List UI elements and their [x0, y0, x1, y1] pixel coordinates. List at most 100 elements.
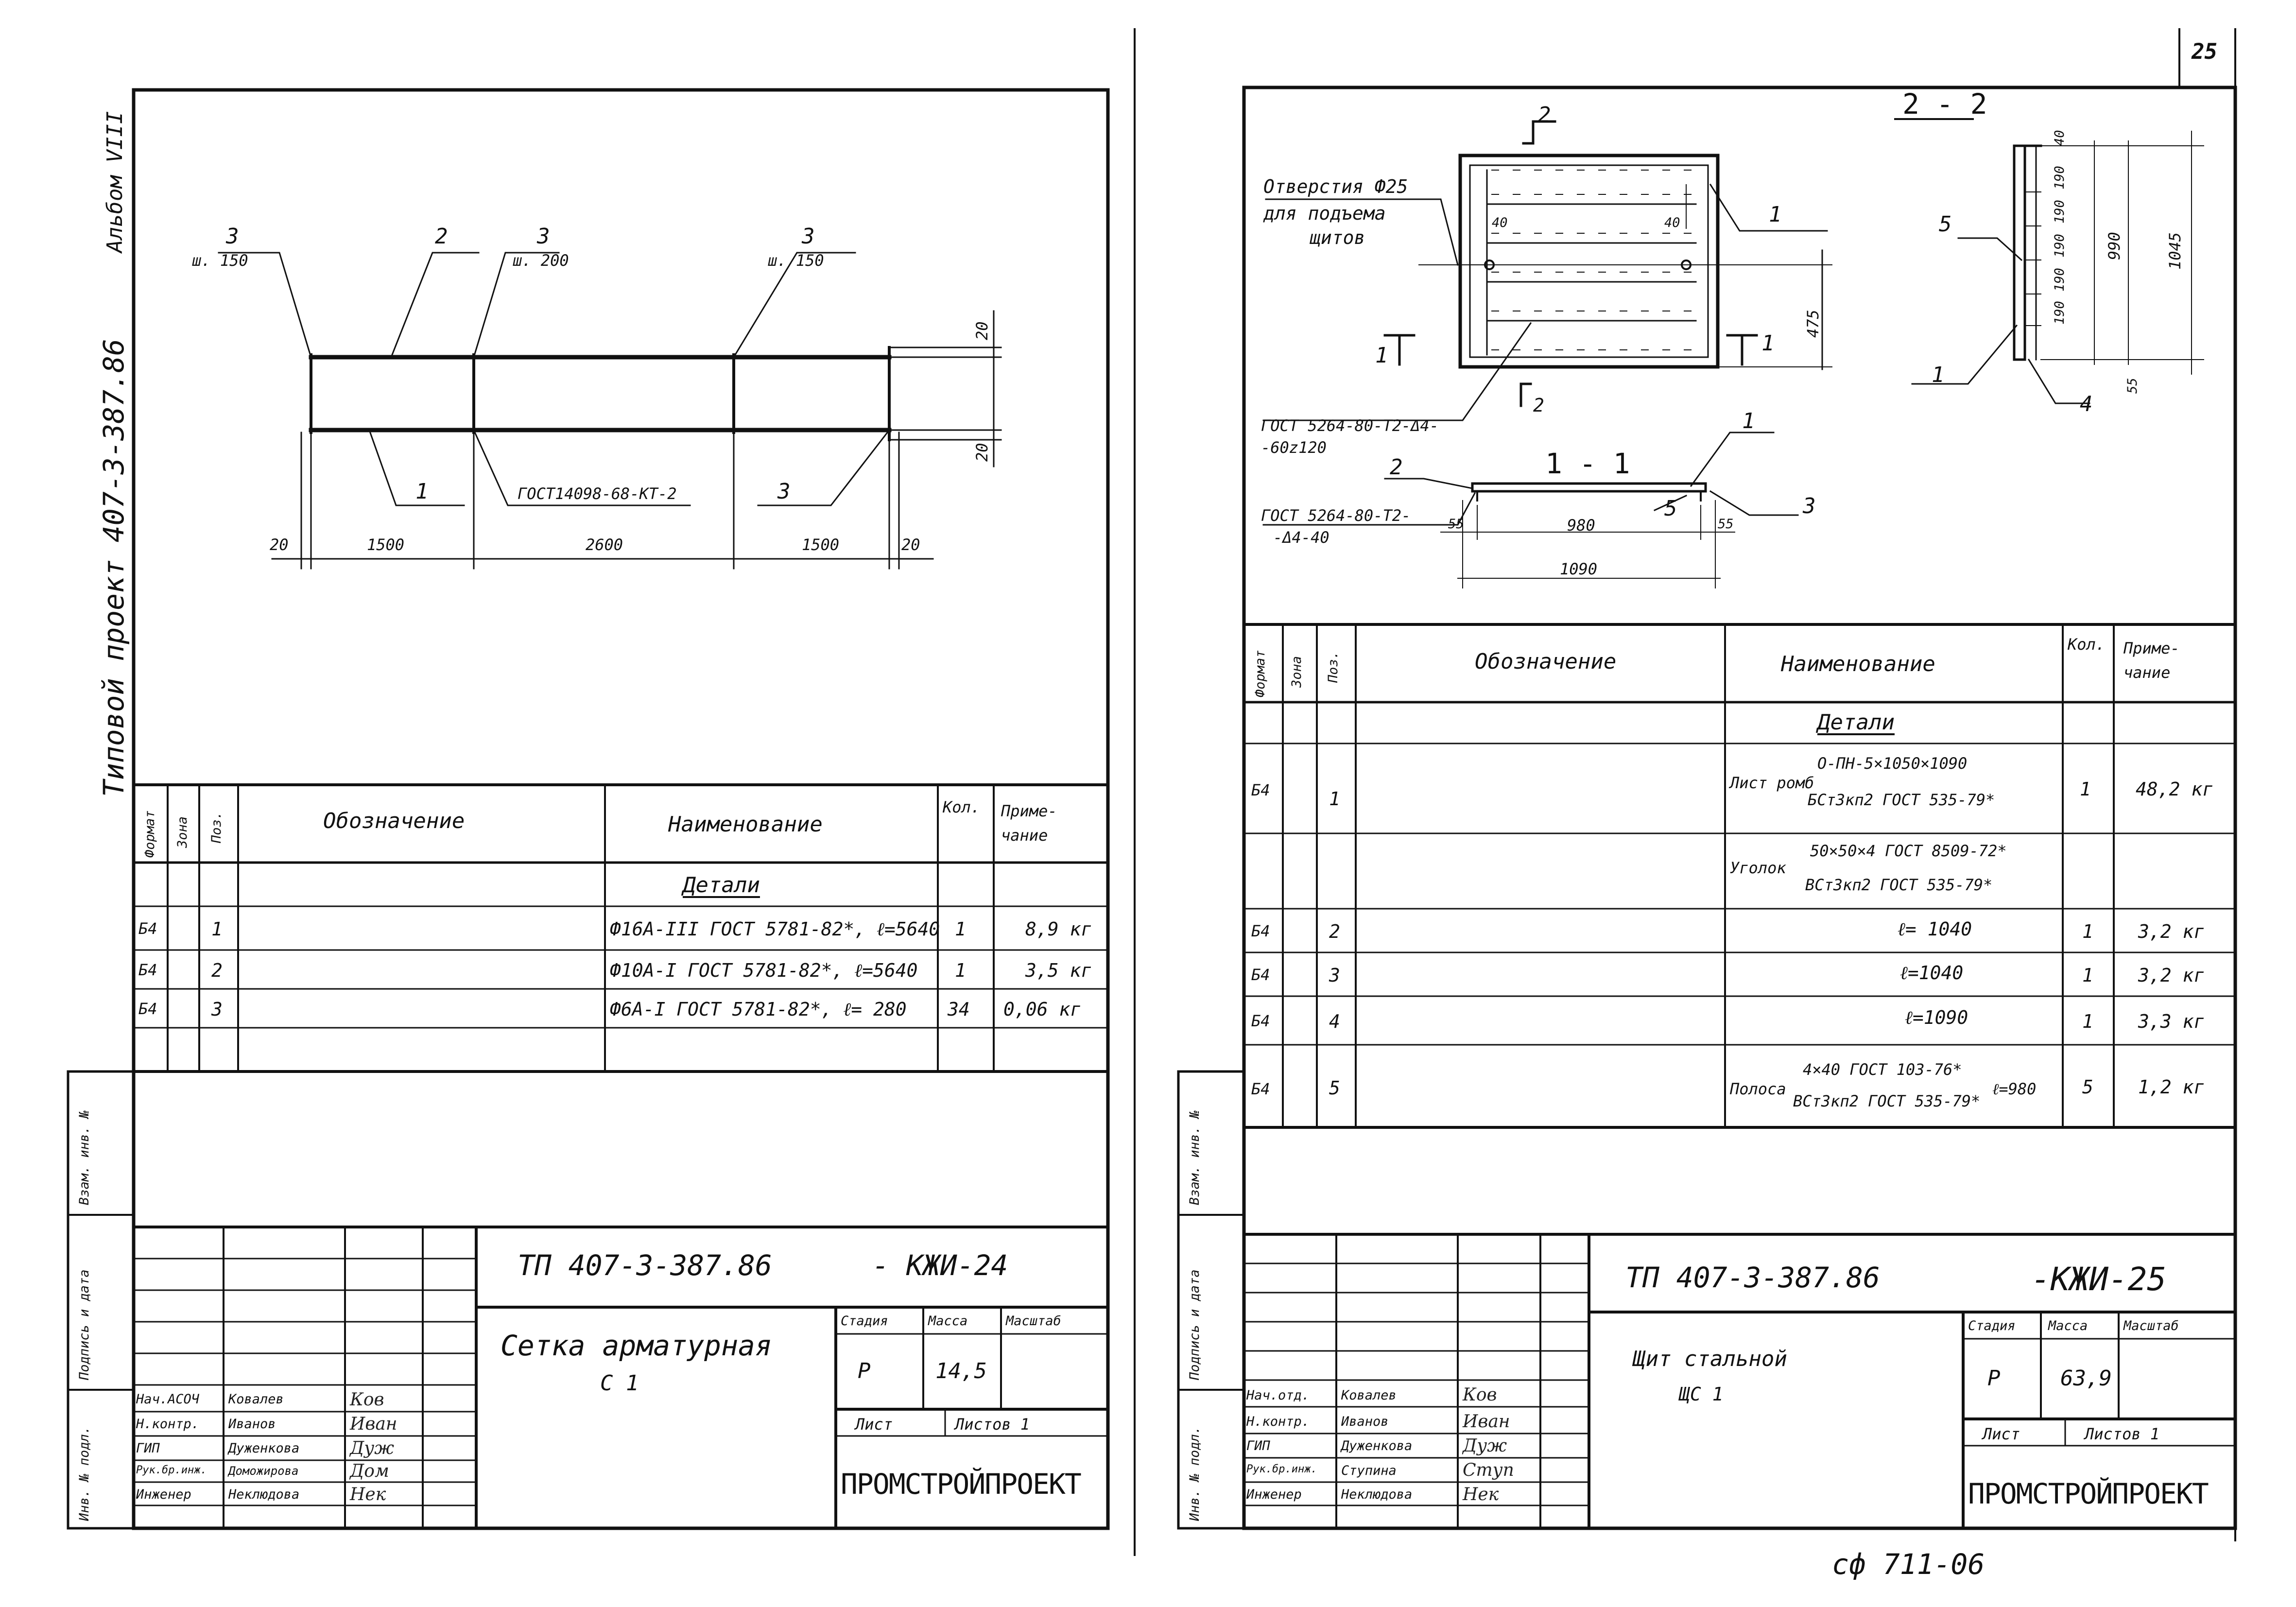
- col-header-qty: Кол.: [943, 798, 981, 816]
- col-header-designation: Обозначение: [323, 809, 465, 833]
- pos-label: 4: [2080, 392, 2093, 416]
- cell-note: 8,9 кг: [1025, 918, 1092, 940]
- gost-label: -Δ4-40: [1273, 528, 1329, 547]
- person-name: Иванов: [228, 1417, 276, 1432]
- cell-qty: 1: [955, 960, 966, 981]
- stage-value: Р: [1987, 1366, 2001, 1391]
- cell-pos: 2: [1329, 921, 1340, 942]
- dim-label: 190: [2052, 234, 2067, 258]
- col-header-pos: Поз.: [209, 811, 224, 843]
- signature: Ков: [350, 1390, 384, 1410]
- section-title: 2 - 2: [1902, 87, 1987, 121]
- section-mark: 1: [1761, 331, 1775, 356]
- dim-label: 55: [1448, 517, 1464, 532]
- pos-label: 3: [537, 224, 550, 249]
- stamp-podpis-right: Подпись и дата: [1187, 1269, 1202, 1380]
- note-holes: щитов: [1310, 227, 1365, 248]
- col-header-zone: Зона: [1289, 656, 1304, 688]
- organization: ПРОМСТРОЙПРОЕКТ: [841, 1468, 1082, 1501]
- cell-format: Б4: [1251, 781, 1270, 799]
- cell-name-prefix: Уголок: [1730, 859, 1786, 877]
- stamp-podpis-left: Подпись и дата: [77, 1269, 92, 1380]
- cell-name: ℓ=1090: [1905, 1007, 1968, 1028]
- signature: Нек: [1463, 1485, 1499, 1504]
- pos-label: 1: [1932, 363, 1945, 387]
- album-label: Альбом VIII: [103, 111, 127, 253]
- signature: Дом: [350, 1461, 389, 1481]
- cell-name-den: ВСт3кп2 ГОСТ 535-79*: [1805, 876, 1993, 894]
- cell-pos: 1: [1329, 788, 1340, 810]
- signature: Нек: [350, 1485, 386, 1504]
- pos-label: 3: [777, 479, 791, 504]
- sheet-label: Лист: [1983, 1425, 2020, 1443]
- role: Н.контр.: [1246, 1414, 1310, 1429]
- col-header-name: Наименование: [668, 812, 823, 837]
- pos-label: 3: [802, 224, 815, 249]
- cell-pos: 5: [1329, 1077, 1340, 1099]
- cell-name: Ф10А-I ГОСТ 5781-82*, ℓ=5640: [610, 960, 918, 981]
- note-holes: Отверстия Ф25: [1263, 176, 1408, 197]
- cell-note: 1,2 кг: [2138, 1076, 2205, 1098]
- cell-note: 0,06 кг: [1003, 999, 1082, 1020]
- stage-label: Стадия: [1968, 1318, 2016, 1333]
- cell-name-den: ВСт3кп2 ГОСТ 535-79*: [1793, 1092, 1981, 1110]
- dim-label: 990: [2105, 232, 2123, 260]
- footer-note: сф 711-06: [1832, 1548, 1985, 1581]
- pos-label: 3: [1803, 494, 1816, 518]
- signature: Ков: [1463, 1385, 1497, 1405]
- sheets-label: Листов 1: [2085, 1425, 2160, 1443]
- col-header-note: Приме- чание: [1001, 802, 1057, 845]
- cell-name-num: 4×40 ГОСТ 103-76*: [1803, 1060, 1962, 1079]
- dim-label: 20: [901, 536, 920, 554]
- pos-label: 1: [1769, 202, 1782, 227]
- page-number: 25: [2192, 39, 2217, 64]
- signature: Дуж: [350, 1438, 395, 1458]
- dim-label: 20: [270, 536, 289, 554]
- cell-format: Б4: [1251, 1012, 1270, 1030]
- cell-name: ℓ= 1040: [1898, 918, 1972, 940]
- person-name: Неклюдова: [1341, 1487, 1413, 1502]
- role: Рук.бр.инж.: [1246, 1463, 1317, 1475]
- role: ГИП: [136, 1441, 160, 1456]
- spacing-label: ш. 200: [513, 251, 569, 270]
- dim-label: 475: [1804, 310, 1822, 338]
- cell-name: Ф6А-I ГОСТ 5781-82*, ℓ= 280: [610, 999, 907, 1020]
- stamp-inv-left: Инв. № подл.: [77, 1426, 92, 1521]
- spacing-label: ш. 150: [192, 251, 248, 270]
- gost-label: ГОСТ 5264-80-Т2-: [1261, 506, 1411, 525]
- stamp-vzam-right: Взам. инв. №: [1187, 1110, 1202, 1205]
- project-label: Типовой проект 407-3-387.86: [97, 339, 130, 797]
- cell-pos: 3: [211, 999, 223, 1020]
- cell-note: 3,3 кг: [2138, 1011, 2205, 1032]
- role: Рук.бр.инж.: [136, 1464, 207, 1476]
- dim-label: 20: [973, 321, 991, 340]
- stage-value: Р: [858, 1359, 871, 1383]
- col-header-designation: Обозначение: [1475, 649, 1617, 674]
- dim-label: 190: [2052, 301, 2067, 325]
- dim-label: 2600: [586, 536, 623, 554]
- stamp-vzam-left: Взам. инв. №: [77, 1110, 92, 1205]
- scale-label: Масштаб: [2123, 1318, 2179, 1333]
- pos-label: 2: [1390, 455, 1403, 480]
- cell-name: Ф16А-III ГОСТ 5781-82*, ℓ=5640: [610, 918, 940, 940]
- col-header-format: Формат: [1253, 650, 1268, 697]
- cell-qty: 1: [2082, 921, 2093, 942]
- col-header-format: Формат: [142, 810, 157, 858]
- section-mark: 2: [1538, 103, 1551, 127]
- person-name: Ступина: [1341, 1463, 1397, 1478]
- col-header-qty: Кол.: [2068, 635, 2106, 654]
- cell-format: Б4: [1251, 922, 1270, 940]
- cell-name-den: БСт3кп2 ГОСТ 535-79*: [1808, 791, 1995, 809]
- section-title: Детали: [1817, 710, 1895, 735]
- note-holes: для подъема: [1263, 203, 1386, 224]
- pos-label: 5: [1664, 496, 1677, 521]
- dim-label: 55: [2125, 378, 2140, 394]
- cell-qty: 1: [2082, 1011, 2093, 1032]
- sheet-code: - КЖИ-24: [872, 1249, 1008, 1282]
- pos-label: 1: [1742, 409, 1755, 433]
- gost-label: ГОСТ14098-68-КТ-2: [518, 484, 677, 503]
- drawing-mark: ЩС 1: [1679, 1383, 1724, 1405]
- cell-pos: 2: [211, 960, 223, 981]
- cell-pos: 3: [1329, 965, 1340, 986]
- project-code: ТП 407-3-387.86: [518, 1249, 772, 1282]
